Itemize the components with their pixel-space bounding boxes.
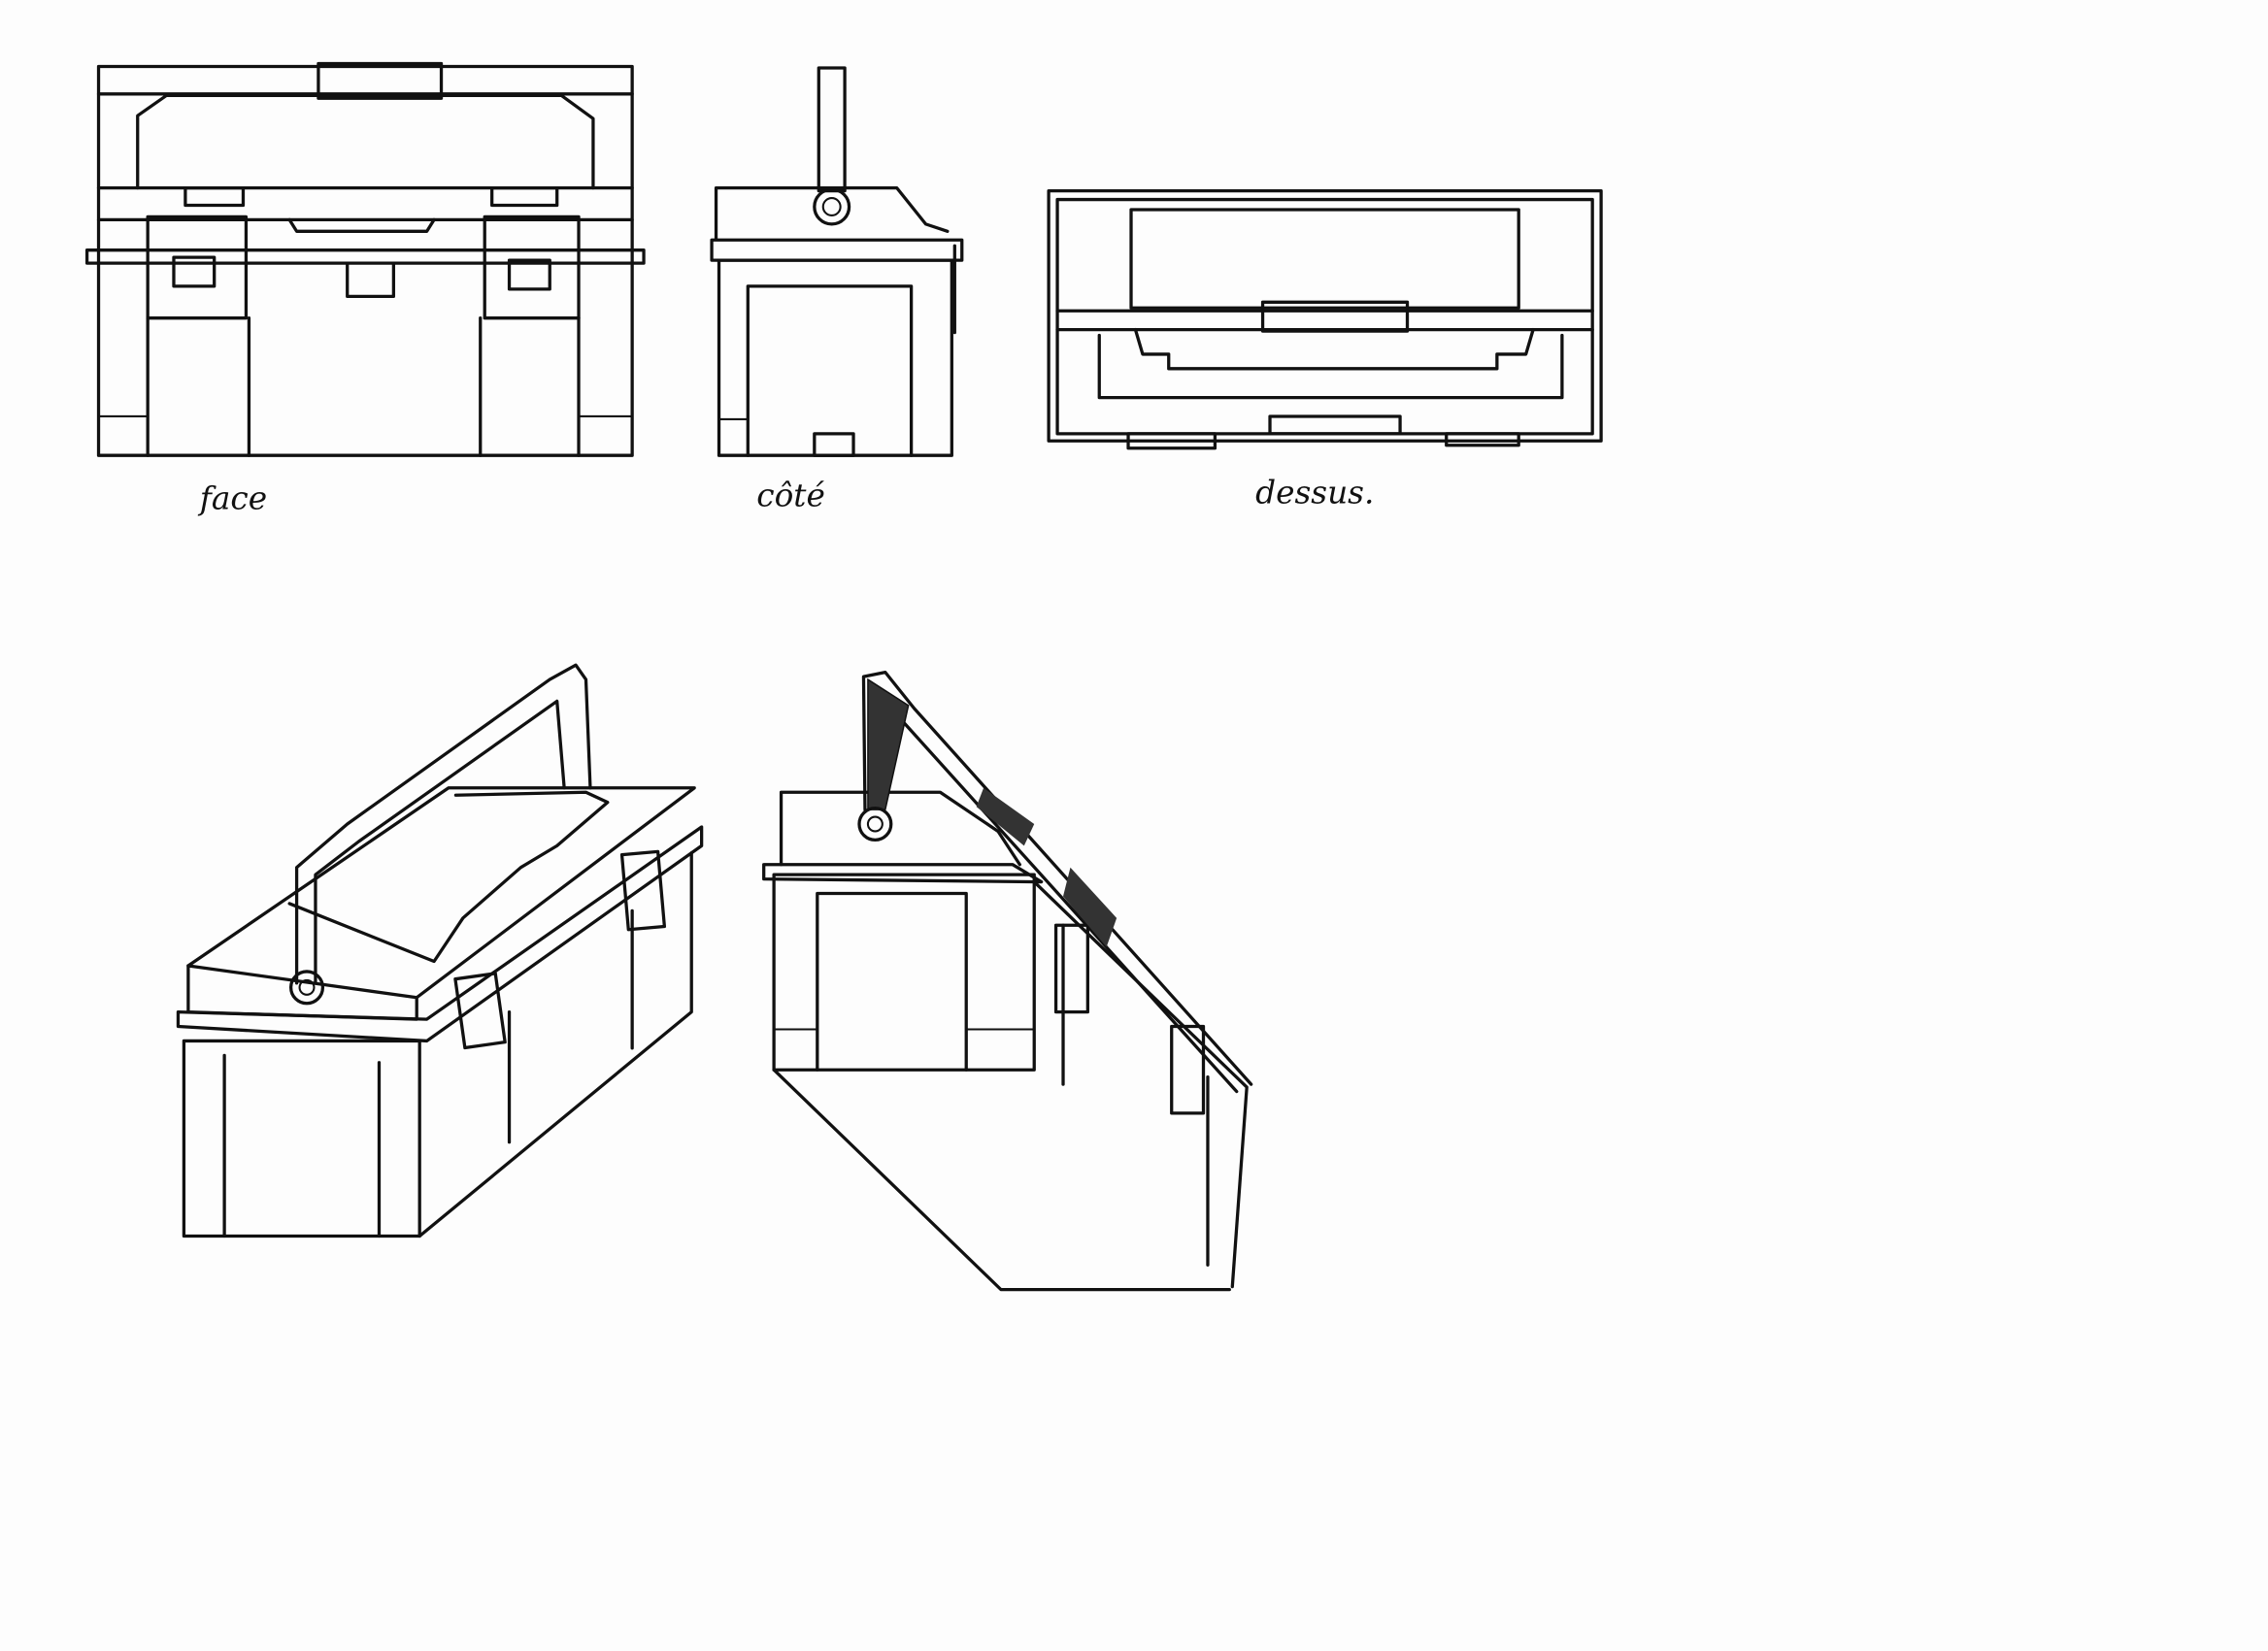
front-view — [84, 61, 646, 457]
side-view — [710, 66, 964, 457]
side-view-label: côté — [756, 477, 825, 513]
front-view-label: face — [197, 479, 267, 516]
perspective-view-right — [762, 670, 1253, 1292]
perspective-view-left — [176, 663, 704, 1238]
top-view — [1047, 188, 1603, 450]
top-view-label: dessus. — [1255, 474, 1374, 511]
